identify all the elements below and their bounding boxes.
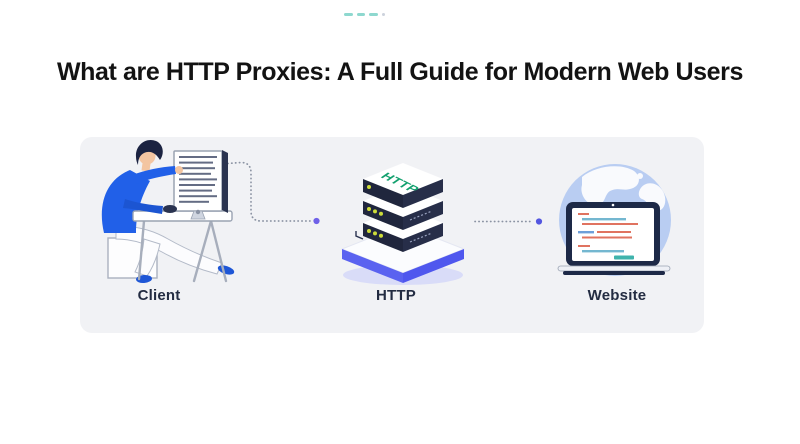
diagram-panel: HTTP — [80, 137, 704, 333]
server-unit: HTTP — [363, 163, 443, 208]
watermark-dash — [369, 13, 378, 16]
connector-layer — [219, 161, 543, 225]
mouse-icon — [163, 205, 177, 213]
connector-end-dot — [313, 217, 320, 225]
globe-laptop-icon — [557, 164, 671, 276]
webpage-lines — [578, 213, 638, 260]
person-arm — [123, 199, 163, 214]
connector-end-dot — [535, 218, 543, 225]
website-illustration — [552, 157, 678, 285]
watermark-dash — [344, 13, 353, 16]
watermark-dash — [382, 13, 385, 16]
person-at-desk-icon — [101, 139, 235, 284]
client-illustration — [80, 139, 252, 289]
laptop-icon — [557, 202, 671, 275]
monitor-icon — [173, 150, 228, 220]
tiny-teal-marks-icon — [344, 13, 385, 16]
person-neck — [141, 162, 151, 172]
proxy-illustration: HTTP — [340, 147, 475, 289]
person-hand — [175, 166, 183, 174]
watermark-dash — [357, 13, 365, 16]
server-stack-icon: HTTP — [340, 163, 466, 285]
person-arm — [132, 166, 176, 184]
platform-mark — [355, 231, 364, 240]
client-label: Client — [137, 287, 181, 304]
page-title: What are HTTP Proxies: A Full Guide for … — [56, 58, 744, 86]
desk — [132, 210, 233, 222]
person-hair — [135, 139, 163, 165]
desk-legs — [137, 219, 228, 283]
website-label: Website — [587, 287, 647, 304]
proxy-label: HTTP — [376, 287, 416, 304]
